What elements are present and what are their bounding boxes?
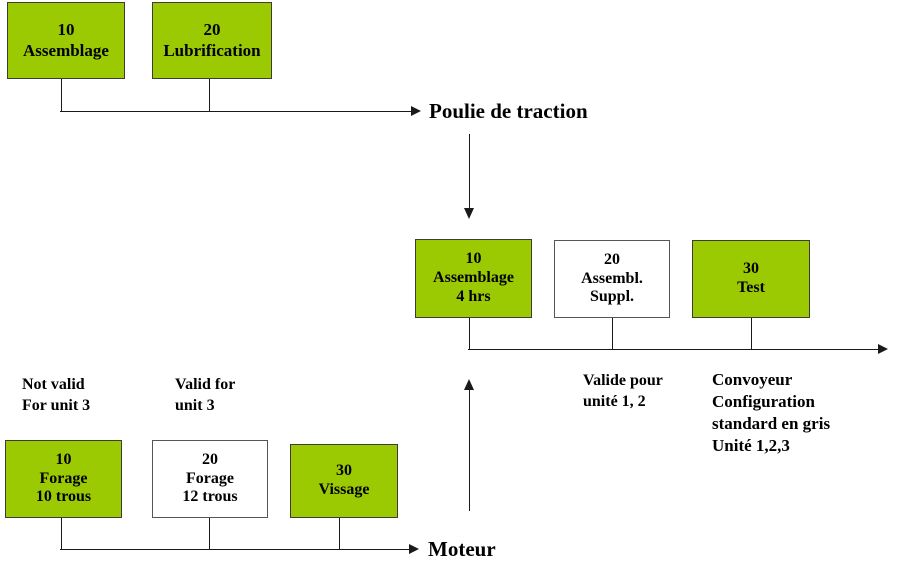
connector-stem-moteur-10 [61, 518, 62, 550]
node-line-2: 10 trous [35, 488, 92, 506]
node-line-1: Assembl. [581, 269, 643, 287]
node-number: 20 [604, 250, 620, 268]
arrow-right-convoyeur [878, 344, 888, 354]
node-number: 10 [55, 450, 72, 468]
node-number: 10 [465, 250, 482, 268]
node-number: 30 [743, 260, 759, 278]
node-line-1: Test [737, 279, 765, 296]
note-valide-pour-unite: Valide pour unité 1, 2 [583, 372, 663, 410]
legend-convoyeur: Convoyeur Configuration standard en gris… [712, 370, 831, 456]
connector-bus-moteur [60, 549, 411, 550]
node-number: 20 [202, 450, 218, 468]
note-valid-for-unit-3: Valid for unit 3 [175, 376, 236, 414]
connector-stem-convoyeur-10 [469, 318, 470, 350]
node-line-1: Forage [186, 469, 234, 487]
connector-stem-moteur-30 [339, 518, 340, 550]
node-convoyeur-30-test[interactable]: 30 Test [692, 240, 810, 318]
connector-stem-convoyeur-30 [751, 318, 752, 350]
connector-stem-poulie-10 [61, 79, 62, 112]
node-convoyeur-20-assembl-suppl[interactable]: 20 Assembl. Suppl. [554, 240, 670, 318]
group-title-moteur: Moteur [428, 537, 496, 561]
connector-moteur-to-convoyeur [469, 388, 470, 511]
node-moteur-10-forage[interactable]: 10 Forage 10 trous [5, 440, 122, 518]
connector-stem-moteur-20 [209, 518, 210, 550]
connector-stem-poulie-20 [209, 79, 210, 112]
node-moteur-20-forage[interactable]: 20 Forage 12 trous [152, 440, 268, 518]
connector-bus-convoyeur [468, 349, 880, 350]
node-line-1: Forage [39, 469, 88, 487]
node-line-2: 12 trous [182, 488, 238, 506]
arrow-right-moteur [409, 544, 419, 554]
node-poulie-10-assemblage[interactable]: 10 Assemblage [7, 2, 125, 79]
node-line-1: Assemblage [23, 40, 109, 60]
node-number: 30 [336, 462, 352, 480]
connector-poulie-to-convoyeur [469, 134, 470, 210]
group-title-poulie: Poulie de traction [429, 99, 588, 123]
node-poulie-20-lubrification[interactable]: 20 Lubrification [152, 2, 272, 79]
node-line-2: Suppl. [589, 288, 635, 306]
node-line-1: Assemblage [433, 269, 514, 287]
arrow-up-moteur-to-convoyeur [464, 379, 474, 390]
arrow-right-poulie [411, 106, 421, 116]
node-moteur-30-vissage[interactable]: 30 Vissage [290, 444, 398, 518]
connector-stem-convoyeur-20 [612, 318, 613, 350]
connector-bus-poulie [60, 111, 413, 112]
node-line-1: Vissage [318, 481, 370, 498]
arrow-down-poulie-to-convoyeur [464, 208, 474, 219]
node-line-1: Lubrification [163, 40, 261, 60]
node-convoyeur-10-assemblage[interactable]: 10 Assemblage 4 hrs [415, 239, 532, 318]
node-number: 10 [57, 20, 75, 40]
node-number: 20 [203, 20, 221, 40]
node-line-2: 4 hrs [456, 287, 491, 305]
note-not-valid-for-unit-3: Not valid For unit 3 [22, 376, 91, 414]
